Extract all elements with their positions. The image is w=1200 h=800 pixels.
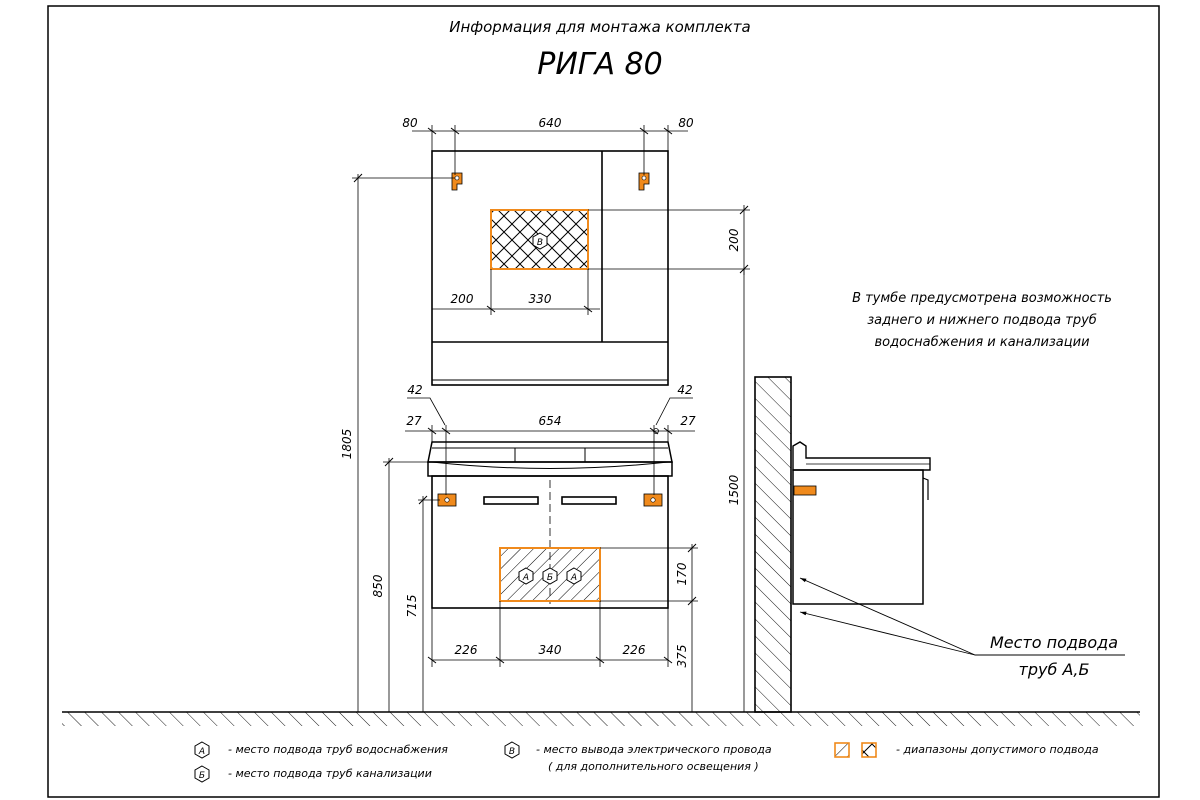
legend-hatch-swatch bbox=[834, 742, 850, 758]
dim-mirror-330: 330 bbox=[529, 292, 552, 306]
legend-marker-v: В bbox=[504, 741, 520, 759]
dim-715: 715 bbox=[405, 595, 419, 618]
callout-line-2: труб А,Б bbox=[1019, 660, 1090, 679]
mirror-cabinet bbox=[431, 150, 669, 386]
marker-v: В bbox=[532, 232, 548, 250]
vanity-basin bbox=[427, 441, 673, 477]
dim-bottom-226-left: 226 bbox=[455, 643, 478, 657]
dim-850: 850 bbox=[371, 574, 385, 597]
legend-a-text: - место подвода труб водоснабжения bbox=[228, 743, 448, 756]
mounting-hook-left bbox=[451, 172, 463, 191]
wall-section bbox=[754, 376, 792, 713]
legend-marker-b: Б bbox=[194, 765, 210, 783]
dim-top-left: 80 bbox=[402, 116, 418, 130]
dim-top bbox=[412, 125, 688, 175]
svg-text:В: В bbox=[537, 238, 543, 248]
note-line-1: В тумбе предусмотрена возможность bbox=[852, 291, 1112, 306]
dim-1500: 1500 bbox=[727, 474, 741, 505]
callout-line-1: Место подвода bbox=[990, 633, 1118, 652]
floor-line bbox=[62, 711, 1140, 726]
mounting-hook-right bbox=[638, 172, 650, 191]
legend-v-text: - место вывода электрического провода bbox=[536, 743, 772, 756]
svg-text:А: А bbox=[198, 747, 205, 757]
dim-mirror-200-vertical: 200 bbox=[727, 228, 741, 251]
dim-mirror-zone-height bbox=[588, 205, 750, 275]
legend-b-text: - место подвода труб канализации bbox=[228, 767, 432, 780]
legend-crosshatch-swatch bbox=[861, 742, 877, 758]
dim-right-27: 27 bbox=[680, 414, 696, 428]
drawing-subtitle: Информация для монтажа комплекта bbox=[449, 18, 750, 36]
dim-top-mid: 640 bbox=[539, 116, 562, 130]
legend-v-text-2: ( для дополнительного освещения ) bbox=[548, 760, 759, 773]
dim-bottom-340: 340 bbox=[539, 643, 562, 657]
dim-mirror-zone-position bbox=[432, 269, 600, 315]
marker-a-2: А bbox=[566, 567, 582, 585]
vanity-bracket-left bbox=[437, 493, 457, 507]
dim-mid-654: 654 bbox=[539, 414, 562, 428]
dim-left-verticals bbox=[352, 173, 455, 712]
note-line-2: заднего и нижнего подвода труб bbox=[867, 313, 1097, 328]
dim-bottom-226-right: 226 bbox=[623, 643, 646, 657]
dim-left-42: 42 bbox=[407, 383, 422, 397]
drawing-title: РИГА 80 bbox=[537, 47, 662, 82]
svg-text:Б: Б bbox=[199, 771, 205, 781]
dim-top-right: 80 bbox=[678, 116, 694, 130]
vanity-bracket-right bbox=[643, 493, 663, 507]
svg-text:Б: Б bbox=[547, 573, 553, 583]
marker-b-1: Б bbox=[542, 567, 558, 585]
svg-text:В: В bbox=[509, 747, 515, 757]
dim-left-27: 27 bbox=[406, 414, 422, 428]
dim-total-height: 1805 bbox=[340, 429, 354, 460]
svg-text:А: А bbox=[570, 573, 577, 583]
dim-vanity-right bbox=[600, 543, 698, 712]
dim-mirror-200: 200 bbox=[451, 292, 474, 306]
svg-text:А: А bbox=[522, 573, 529, 583]
legend-zones-text: - диапазоны допустимого подвода bbox=[896, 743, 1099, 756]
drawing-frame bbox=[47, 5, 1160, 798]
callout-leaders bbox=[799, 577, 1125, 656]
note-line-3: водоснабжения и канализации bbox=[874, 335, 1089, 350]
dim-right-42: 42 bbox=[677, 383, 692, 397]
dim-375: 375 bbox=[675, 645, 689, 668]
vanity-side-view bbox=[792, 441, 931, 605]
dim-170: 170 bbox=[675, 562, 689, 585]
dim-vanity-top bbox=[405, 397, 695, 495]
legend-marker-a: А bbox=[194, 741, 210, 759]
dim-vanity-bottom bbox=[427, 601, 673, 667]
marker-a-1: А bbox=[518, 567, 534, 585]
